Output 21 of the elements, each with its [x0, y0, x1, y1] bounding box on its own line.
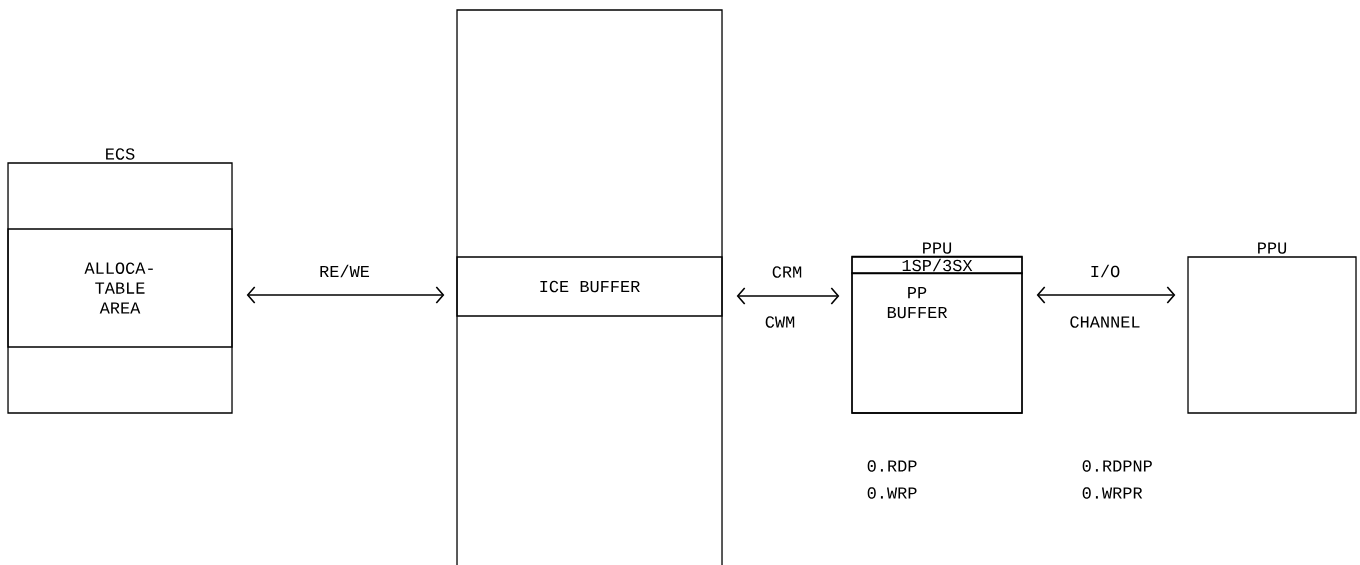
edge-label: RE/WE — [320, 264, 370, 278]
double-arrow — [1036, 286, 1176, 304]
edge-label: CRM — [772, 266, 802, 278]
table-area-band: ALLOCA- TABLE AREA — [7, 228, 233, 348]
signal-label: CWM — [765, 316, 795, 328]
signal-label: 0.WRPR — [1082, 487, 1143, 499]
double-arrow — [246, 286, 445, 304]
signal-label: CHANNEL — [1070, 316, 1140, 328]
unit-box: PPU — [1187, 242, 1357, 414]
edge-label: I/O — [1091, 264, 1120, 278]
node-label: PPU — [923, 242, 952, 254]
memory-column — [456, 9, 723, 565]
node-label: ECS — [106, 148, 135, 160]
node-label: PPU — [1258, 242, 1287, 254]
signal-label: 0.RDPNP — [1082, 460, 1152, 472]
buffer-section: PP BUFFER — [851, 272, 1023, 414]
signal-label: 0.RDP — [867, 460, 917, 472]
header-band: 1SP/3SX — [851, 255, 1023, 275]
buffer-band: ICE BUFFER — [456, 256, 723, 317]
double-arrow — [736, 287, 840, 305]
signal-label: 0.WRP — [867, 487, 917, 499]
